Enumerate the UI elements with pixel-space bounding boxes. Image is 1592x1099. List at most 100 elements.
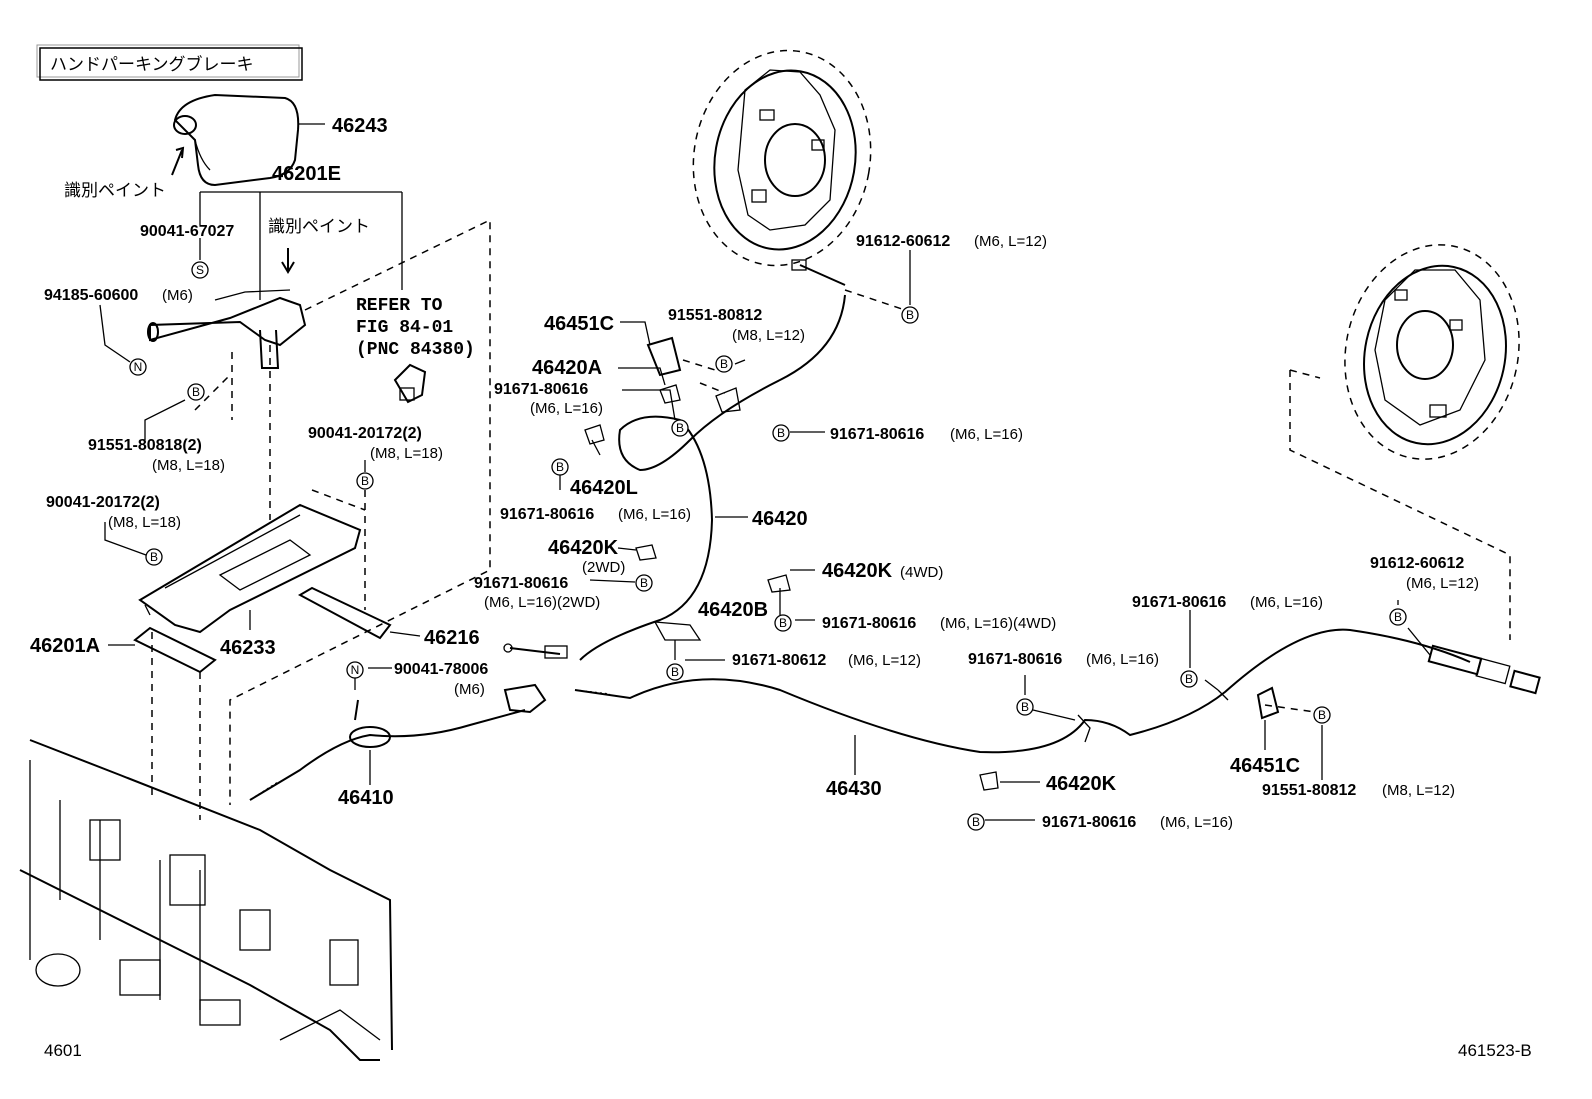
label-91671-b: 91671-80616 [500, 506, 594, 523]
symbol-b: B [715, 355, 733, 373]
symbol-b: B [356, 472, 374, 490]
label-94185-60600: 94185-60600 [44, 287, 138, 304]
switch-part [393, 363, 427, 404]
label-91671-h: 91671-80616 [1042, 814, 1136, 831]
symbol-b: B [635, 574, 653, 592]
svg-text:B: B [1185, 672, 1193, 686]
label-90041-20172-b: 90041-20172(2) [308, 425, 422, 442]
symbol-b: B [1313, 706, 1331, 724]
symbol-b: B [772, 424, 790, 442]
assembly-dash-lines [151, 218, 1511, 820]
label-46420L: 46420L [570, 477, 638, 499]
paint-note-2: 識別ペイント [268, 217, 370, 237]
svg-text:B: B [150, 550, 158, 564]
svg-text:B: B [1318, 708, 1326, 722]
refer-line-3: (PNC 84380) [356, 340, 475, 360]
symbol-b: B [1389, 608, 1407, 626]
label-91671-f: 91671-80616 [968, 651, 1062, 668]
label-46420A: 46420A [532, 357, 602, 379]
cable-46410 [249, 683, 547, 801]
refer-line-2: FIG 84-01 [356, 318, 453, 338]
label-91671-80612-spec: (M6, L=12) [848, 652, 921, 669]
label-90041-20172-a: 90041-20172(2) [46, 494, 160, 511]
symbol-b: B [774, 614, 792, 632]
label-91612-b-spec: (M6, L=12) [1406, 575, 1479, 592]
label-46201A: 46201A [30, 635, 100, 657]
label-91612-a-spec: (M6, L=12) [974, 233, 1047, 250]
label-46216: 46216 [424, 627, 480, 649]
symbol-b: B [1016, 698, 1034, 716]
svg-text:B: B [779, 616, 787, 630]
label-91551-80812-a-spec: (M8, L=12) [732, 327, 805, 344]
svg-text:B: B [676, 421, 684, 435]
label-46420: 46420 [752, 508, 808, 530]
svg-text:B: B [192, 385, 200, 399]
label-91551-80812-b-spec: (M8, L=12) [1382, 782, 1455, 799]
svg-text:B: B [361, 474, 369, 488]
symbol-b: B [1180, 670, 1198, 688]
svg-text:B: B [556, 460, 564, 474]
symbol-b: B [666, 663, 684, 681]
symbol-n-2: N [346, 661, 364, 679]
label-46430: 46430 [826, 778, 882, 800]
label-91671-g: 91671-80616 [1132, 594, 1226, 611]
svg-text:B: B [1021, 700, 1029, 714]
backing-plate-left [692, 49, 872, 267]
paint-note-1: 識別ペイント [64, 181, 166, 201]
symbol-s: S [191, 261, 209, 279]
label-46420B: 46420B [698, 599, 768, 621]
svg-text:N: N [351, 663, 360, 677]
plate-46201A [133, 626, 217, 674]
symbol-b: B [901, 306, 919, 324]
title-box: ハンドパーキングブレーキ [36, 44, 303, 81]
label-91551-80812-b: 91551-80812 [1262, 782, 1356, 799]
label-46420K-c: 46420K [1046, 773, 1117, 795]
svg-text:B: B [972, 815, 980, 829]
label-91551-80812-a: 91551-80812 [668, 307, 762, 324]
label-46420K-a: 46420K [548, 537, 619, 559]
label-46451C-b: 46451C [1230, 755, 1300, 777]
paint-arrow-1 [171, 146, 185, 176]
label-46201E: 46201E [272, 163, 341, 185]
symbol-b: B [671, 419, 689, 437]
label-46420K-a-spec: (2WD) [582, 559, 625, 576]
label-91671-c-spec: (M6, L=16)(2WD) [484, 594, 600, 611]
svg-text:B: B [720, 357, 728, 371]
floor-panel [19, 739, 393, 1061]
svg-text:S: S [196, 263, 204, 277]
label-91671-g-spec: (M6, L=16) [1250, 594, 1323, 611]
symbol-b: B [967, 813, 985, 831]
label-46451C-a: 46451C [544, 313, 614, 335]
figure-code-left: 4601 [44, 1041, 82, 1060]
lever-assembly [147, 289, 307, 369]
lever-cover [173, 93, 300, 187]
leader-lines [99, 123, 1431, 821]
lever-bracket [138, 503, 362, 634]
label-91671-b-spec: (M6, L=16) [618, 506, 691, 523]
label-91551-80818: 91551-80818(2) [88, 437, 202, 454]
label-46233: 46233 [220, 637, 276, 659]
label-91671-c: 91671-80616 [474, 575, 568, 592]
label-91671-d: 91671-80616 [830, 426, 924, 443]
clips [584, 336, 1280, 791]
label-46420K-b: 46420K [822, 560, 893, 582]
label-91612-a: 91612-60612 [856, 233, 950, 250]
labels: 46243 46201E 識別ペイント 90041-67027 識別ペイント 9… [30, 115, 1532, 1060]
label-91551-80818-spec: (M8, L=18) [152, 457, 225, 474]
label-91671-d-spec: (M6, L=16) [950, 426, 1023, 443]
symbol-b: B [551, 458, 569, 476]
svg-text:B: B [640, 576, 648, 590]
label-91671-e: 91671-80616 [822, 615, 916, 632]
symbol-b: B [187, 383, 205, 401]
label-90041-78006: 90041-78006 [394, 661, 488, 678]
refer-line-1: REFER TO [356, 296, 443, 316]
title-text: ハンドパーキングブレーキ [50, 54, 254, 75]
cable-46420 [503, 259, 846, 661]
label-90041-78006-spec: (M6) [454, 681, 485, 698]
label-91671-a-spec: (M6, L=16) [530, 400, 603, 417]
label-91671-80612: 91671-80612 [732, 652, 826, 669]
svg-text:N: N [134, 360, 143, 374]
label-94185-spec: (M6) [162, 287, 193, 304]
cable-46430 [574, 628, 1541, 754]
